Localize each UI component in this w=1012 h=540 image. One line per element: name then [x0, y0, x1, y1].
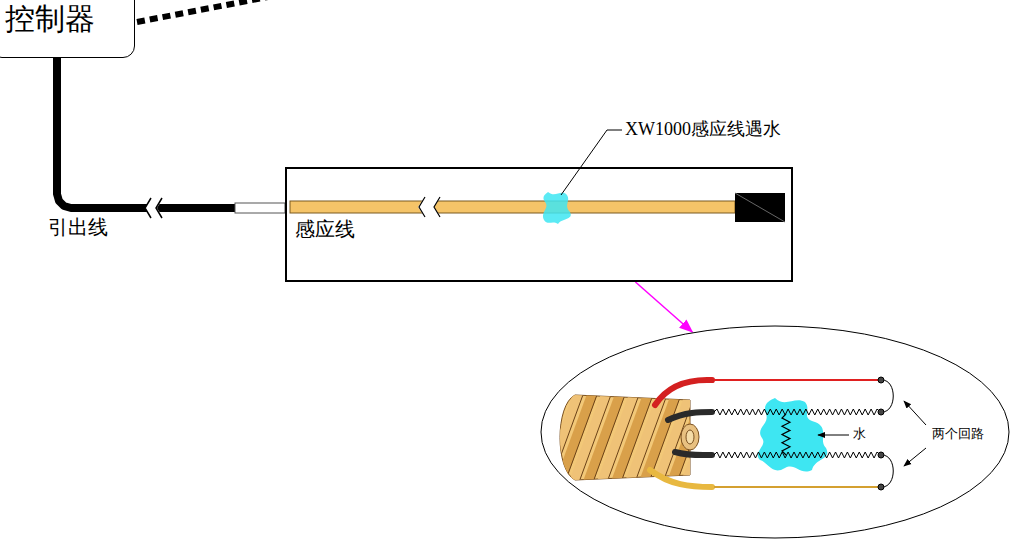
dotted-link	[137, 0, 268, 22]
leader-line	[561, 130, 622, 195]
water-resistance	[782, 414, 790, 455]
end-cap	[735, 193, 785, 222]
red-conductor	[714, 379, 880, 381]
cable-core	[681, 424, 699, 450]
pointer-arrow	[904, 401, 926, 425]
node-label: 控制器	[5, 2, 95, 37]
resistive-wire	[714, 452, 880, 458]
cable-label: 引出线	[48, 216, 108, 239]
yellow-conductor	[714, 486, 880, 488]
black-wire	[675, 452, 712, 455]
strand	[685, 392, 719, 485]
resistive-wire	[714, 409, 880, 415]
pointer-arrow	[818, 435, 849, 436]
red-wire	[655, 380, 712, 405]
sensing-cable	[290, 201, 735, 213]
sensor-casing: 感应线	[285, 167, 793, 282]
black-wire	[668, 412, 712, 420]
node-label: 两个回路	[932, 427, 984, 442]
twisted-cable	[545, 392, 724, 485]
cable-connector	[235, 203, 285, 213]
cable-break	[145, 198, 162, 218]
strand-edge	[676, 392, 710, 485]
resistive-wire	[714, 409, 880, 458]
pointer-arrow	[635, 282, 692, 332]
loop-ends	[878, 377, 893, 490]
ellipse-outline	[541, 326, 1009, 538]
callout-label: XW1000感应线遇水	[625, 119, 781, 140]
water-splash	[543, 192, 571, 224]
water-splash	[758, 398, 828, 472]
node-label: 水	[853, 427, 866, 442]
cable-break	[418, 197, 440, 217]
pointer-arrow	[904, 448, 926, 466]
lead-cable	[57, 58, 285, 208]
yellow-wire	[650, 470, 712, 487]
controller-box: 控制器	[0, 0, 135, 58]
node-label: 感应线	[295, 218, 355, 241]
detail-ellipse: 水 两个回路	[540, 325, 1010, 539]
